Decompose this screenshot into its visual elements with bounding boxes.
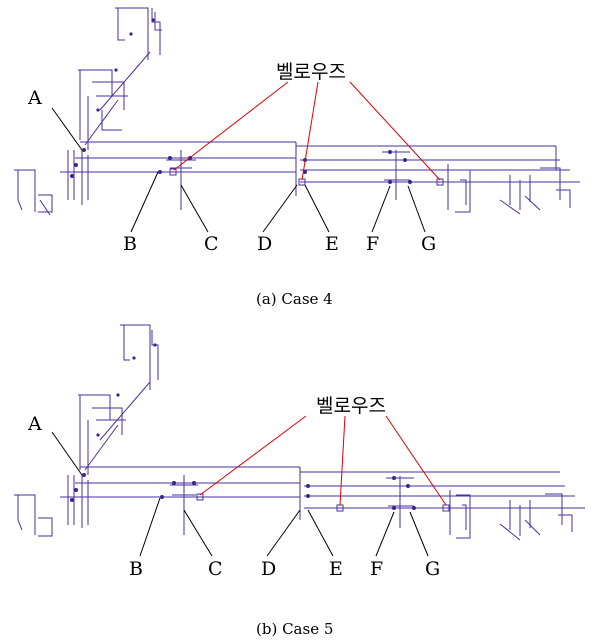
point-label-d: D (261, 558, 276, 580)
point-label-f: F (370, 558, 383, 580)
point-label-d: D (257, 233, 272, 255)
panel-case-5: 벨로우즈 A B C D E F G (b) Case 5 (14, 324, 585, 638)
bellows-label: 벨로우즈 (276, 61, 346, 83)
panel-caption: (a) Case 4 (256, 290, 333, 308)
point-label-g: G (421, 233, 436, 255)
point-label-a: A (27, 413, 42, 435)
point-label-a: A (27, 87, 42, 109)
bellows-label: 벨로우즈 (316, 395, 386, 417)
point-label-e: E (329, 558, 343, 580)
panel-case-4: 벨로우즈 A B C D E F G (a) Case 4 (14, 7, 580, 308)
point-label-f: F (366, 233, 379, 255)
point-label-g: G (425, 558, 440, 580)
point-label-b: B (123, 233, 137, 255)
point-label-c: C (208, 558, 223, 580)
point-label-b: B (129, 558, 143, 580)
point-label-c: C (204, 233, 219, 255)
point-label-e: E (325, 233, 339, 255)
panel-caption: (b) Case 5 (256, 620, 333, 638)
